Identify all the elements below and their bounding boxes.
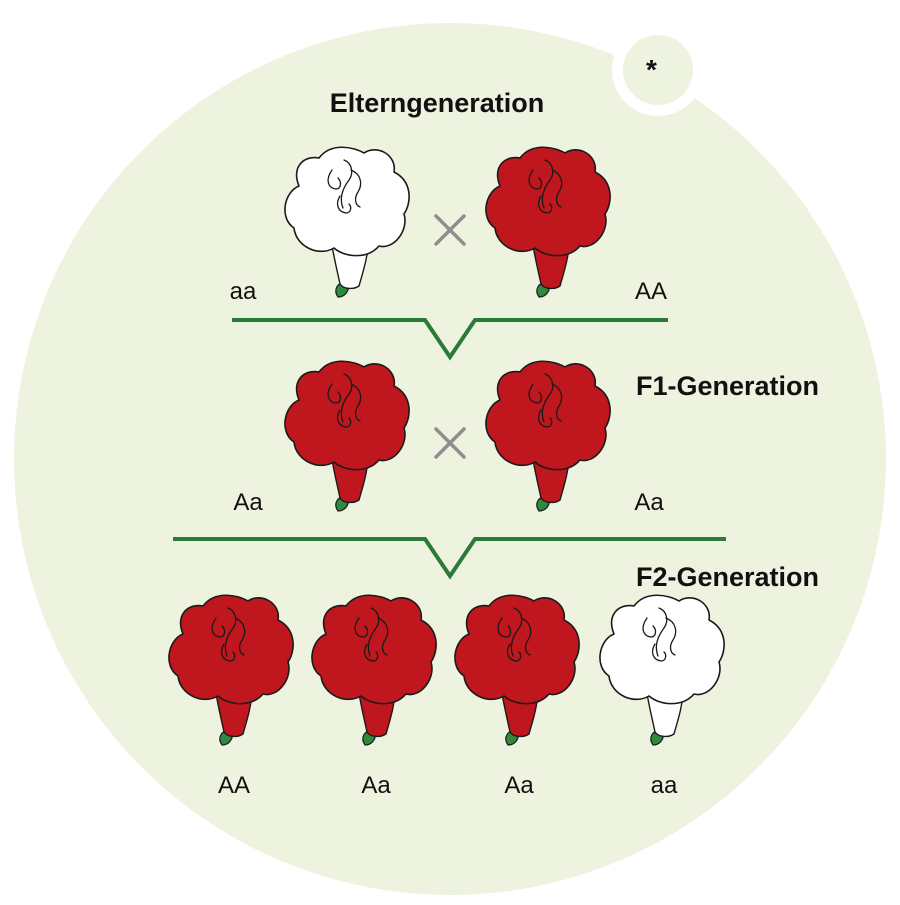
separator-f1-f2	[173, 537, 726, 580]
parental-generation-title: Elterngeneration	[329, 88, 545, 118]
f1-genotype-left: Aa	[233, 489, 263, 516]
parental-flower-1-white	[284, 146, 410, 298]
f2-generation-title: F2-Generation	[636, 562, 820, 592]
f1-flower-2-red	[485, 360, 611, 512]
corner-badge	[623, 35, 693, 105]
f2-genotype-2: Aa	[361, 772, 391, 799]
f2-genotype-1: AA	[217, 772, 251, 799]
parental-genotype-right: AA	[634, 278, 668, 305]
parental-genotype-left: aa	[229, 278, 257, 305]
f2-flower-1-red	[168, 594, 294, 746]
f2-genotype-3: Aa	[504, 772, 534, 799]
separator-parental-f1	[232, 318, 668, 361]
background-circle	[14, 23, 886, 895]
f1-genotype-right: Aa	[634, 489, 664, 516]
f2-flower-2-red	[311, 594, 437, 746]
f2-flower-4-white	[599, 594, 725, 746]
f2-flower-3-red	[454, 594, 580, 746]
cross-symbol-f1	[434, 427, 466, 459]
parental-flower-2-red	[485, 146, 611, 298]
f1-flower-1-red	[284, 360, 410, 512]
cross-symbol-parental	[434, 214, 466, 246]
f1-generation-title: F1-Generation	[636, 371, 820, 401]
f2-genotype-4: aa	[650, 772, 678, 799]
corner-marker: *	[646, 54, 657, 85]
